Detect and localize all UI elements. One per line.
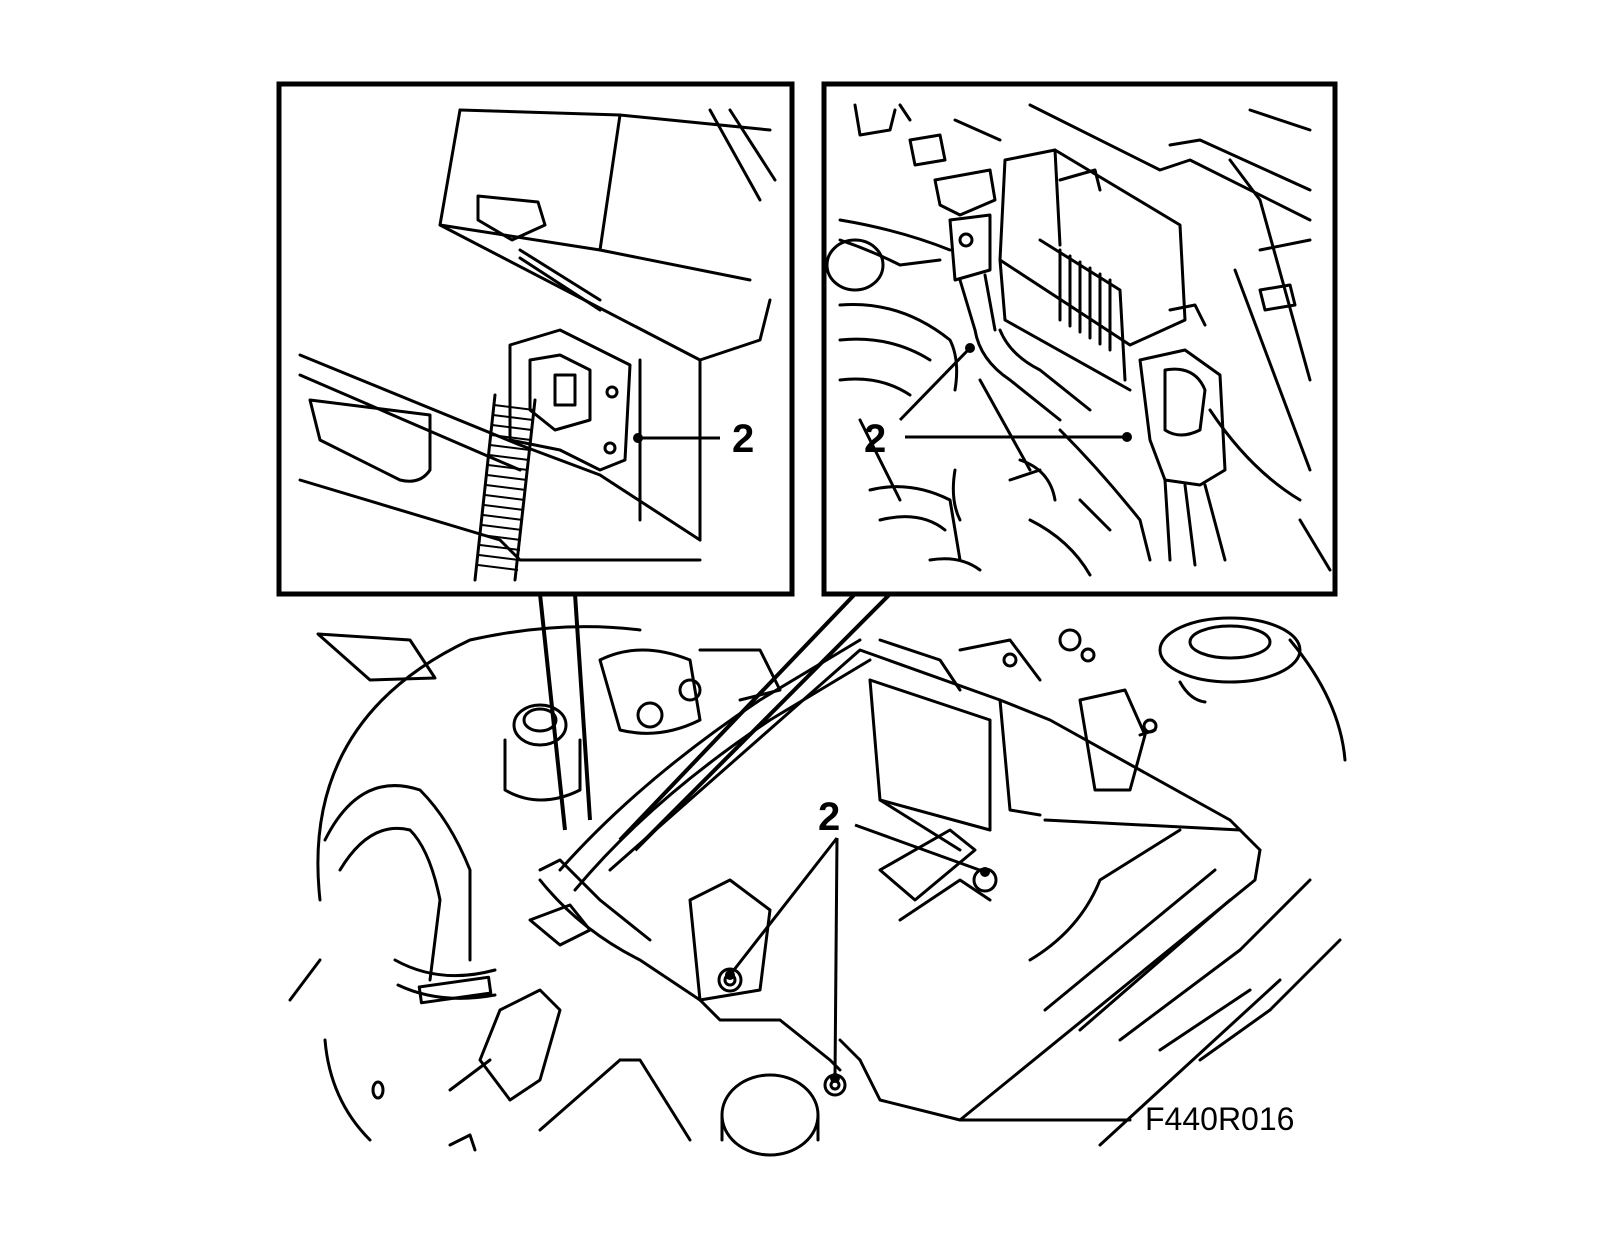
left-inset-connector-detail: 2 xyxy=(276,81,795,597)
figure-id: F440R016 xyxy=(1145,1101,1294,1137)
right-inset-connector-detail: 2 xyxy=(821,81,1338,597)
main-view-callout: 2 xyxy=(725,795,990,1083)
right-inset-callout-label: 2 xyxy=(864,417,886,461)
right-inset-callout: 2 xyxy=(864,343,1132,461)
main-engine-bay-view xyxy=(288,616,1347,1157)
left-inset-callout-label: 2 xyxy=(732,417,754,461)
main-view-callout-label: 2 xyxy=(818,795,840,839)
hose-corrugation xyxy=(477,404,535,571)
left-inset-callout: 2 xyxy=(633,417,754,461)
inset-leader-lines xyxy=(538,592,892,852)
